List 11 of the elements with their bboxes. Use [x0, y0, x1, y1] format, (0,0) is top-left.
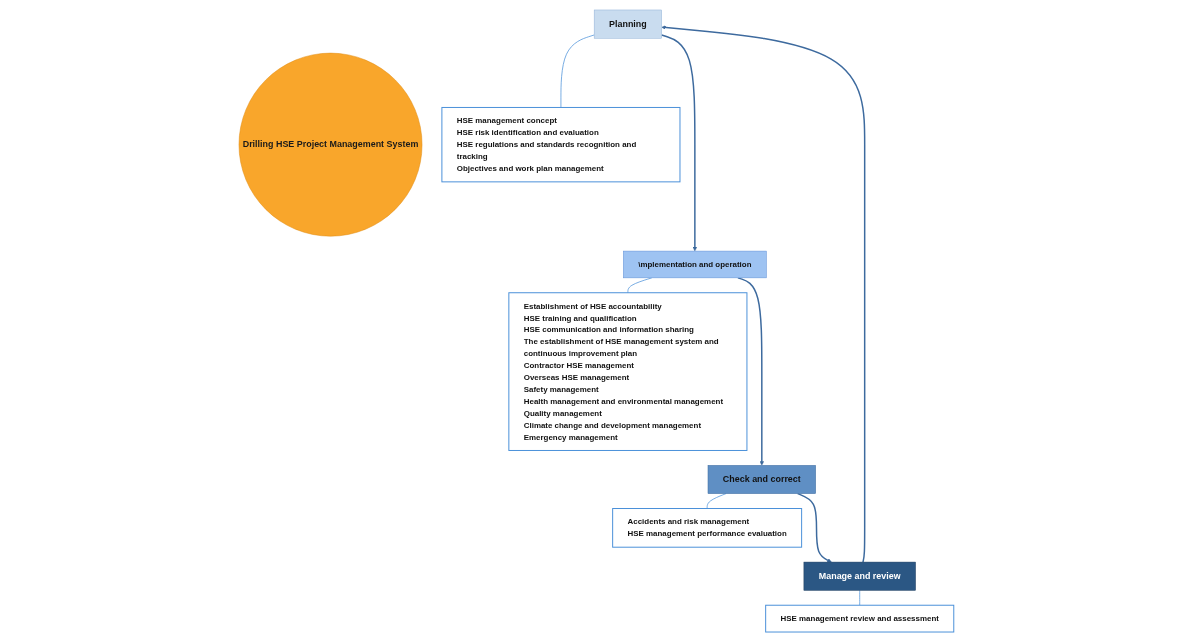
- node-box: Check and correct: [707, 465, 816, 494]
- arrow: [661, 25, 866, 563]
- arrow: [660, 34, 697, 252]
- connector: [560, 34, 595, 108]
- node-box: Planning: [593, 9, 662, 39]
- arrow: [796, 492, 832, 563]
- connector: [706, 493, 726, 509]
- node-box: Manage and review: [803, 561, 916, 591]
- node-circle: Drilling HSE Project Management System: [238, 52, 422, 237]
- connector: [627, 277, 652, 294]
- connector: [858, 590, 860, 606]
